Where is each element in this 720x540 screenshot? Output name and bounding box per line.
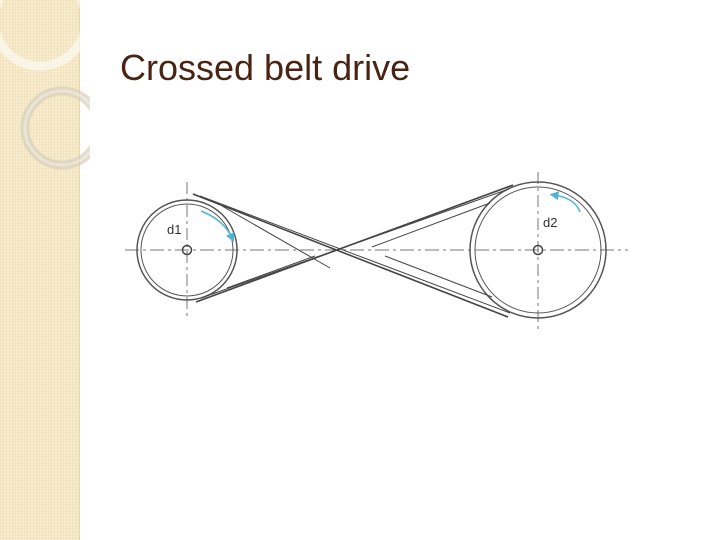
decorative-rings: [0, 0, 90, 170]
slide-title: Crossed belt drive: [120, 47, 411, 88]
large-pulley-label: d2: [543, 215, 557, 230]
small-pulley-label: d1: [167, 222, 181, 237]
large-pulley-rotation-arrow: [549, 191, 581, 213]
small-pulley-rotation-arrow: [200, 210, 235, 243]
small-pulley-hub: [181, 244, 193, 256]
decorative-ring-top: [0, 0, 90, 71]
small-pulley: [136, 199, 238, 301]
crossed-belt: [192, 184, 514, 318]
decorative-ring-bottom: [20, 86, 90, 170]
large-pulley: [469, 181, 607, 319]
large-pulley-hub: [532, 244, 544, 256]
crossed-belt-diagram: d1 d2: [125, 172, 628, 333]
